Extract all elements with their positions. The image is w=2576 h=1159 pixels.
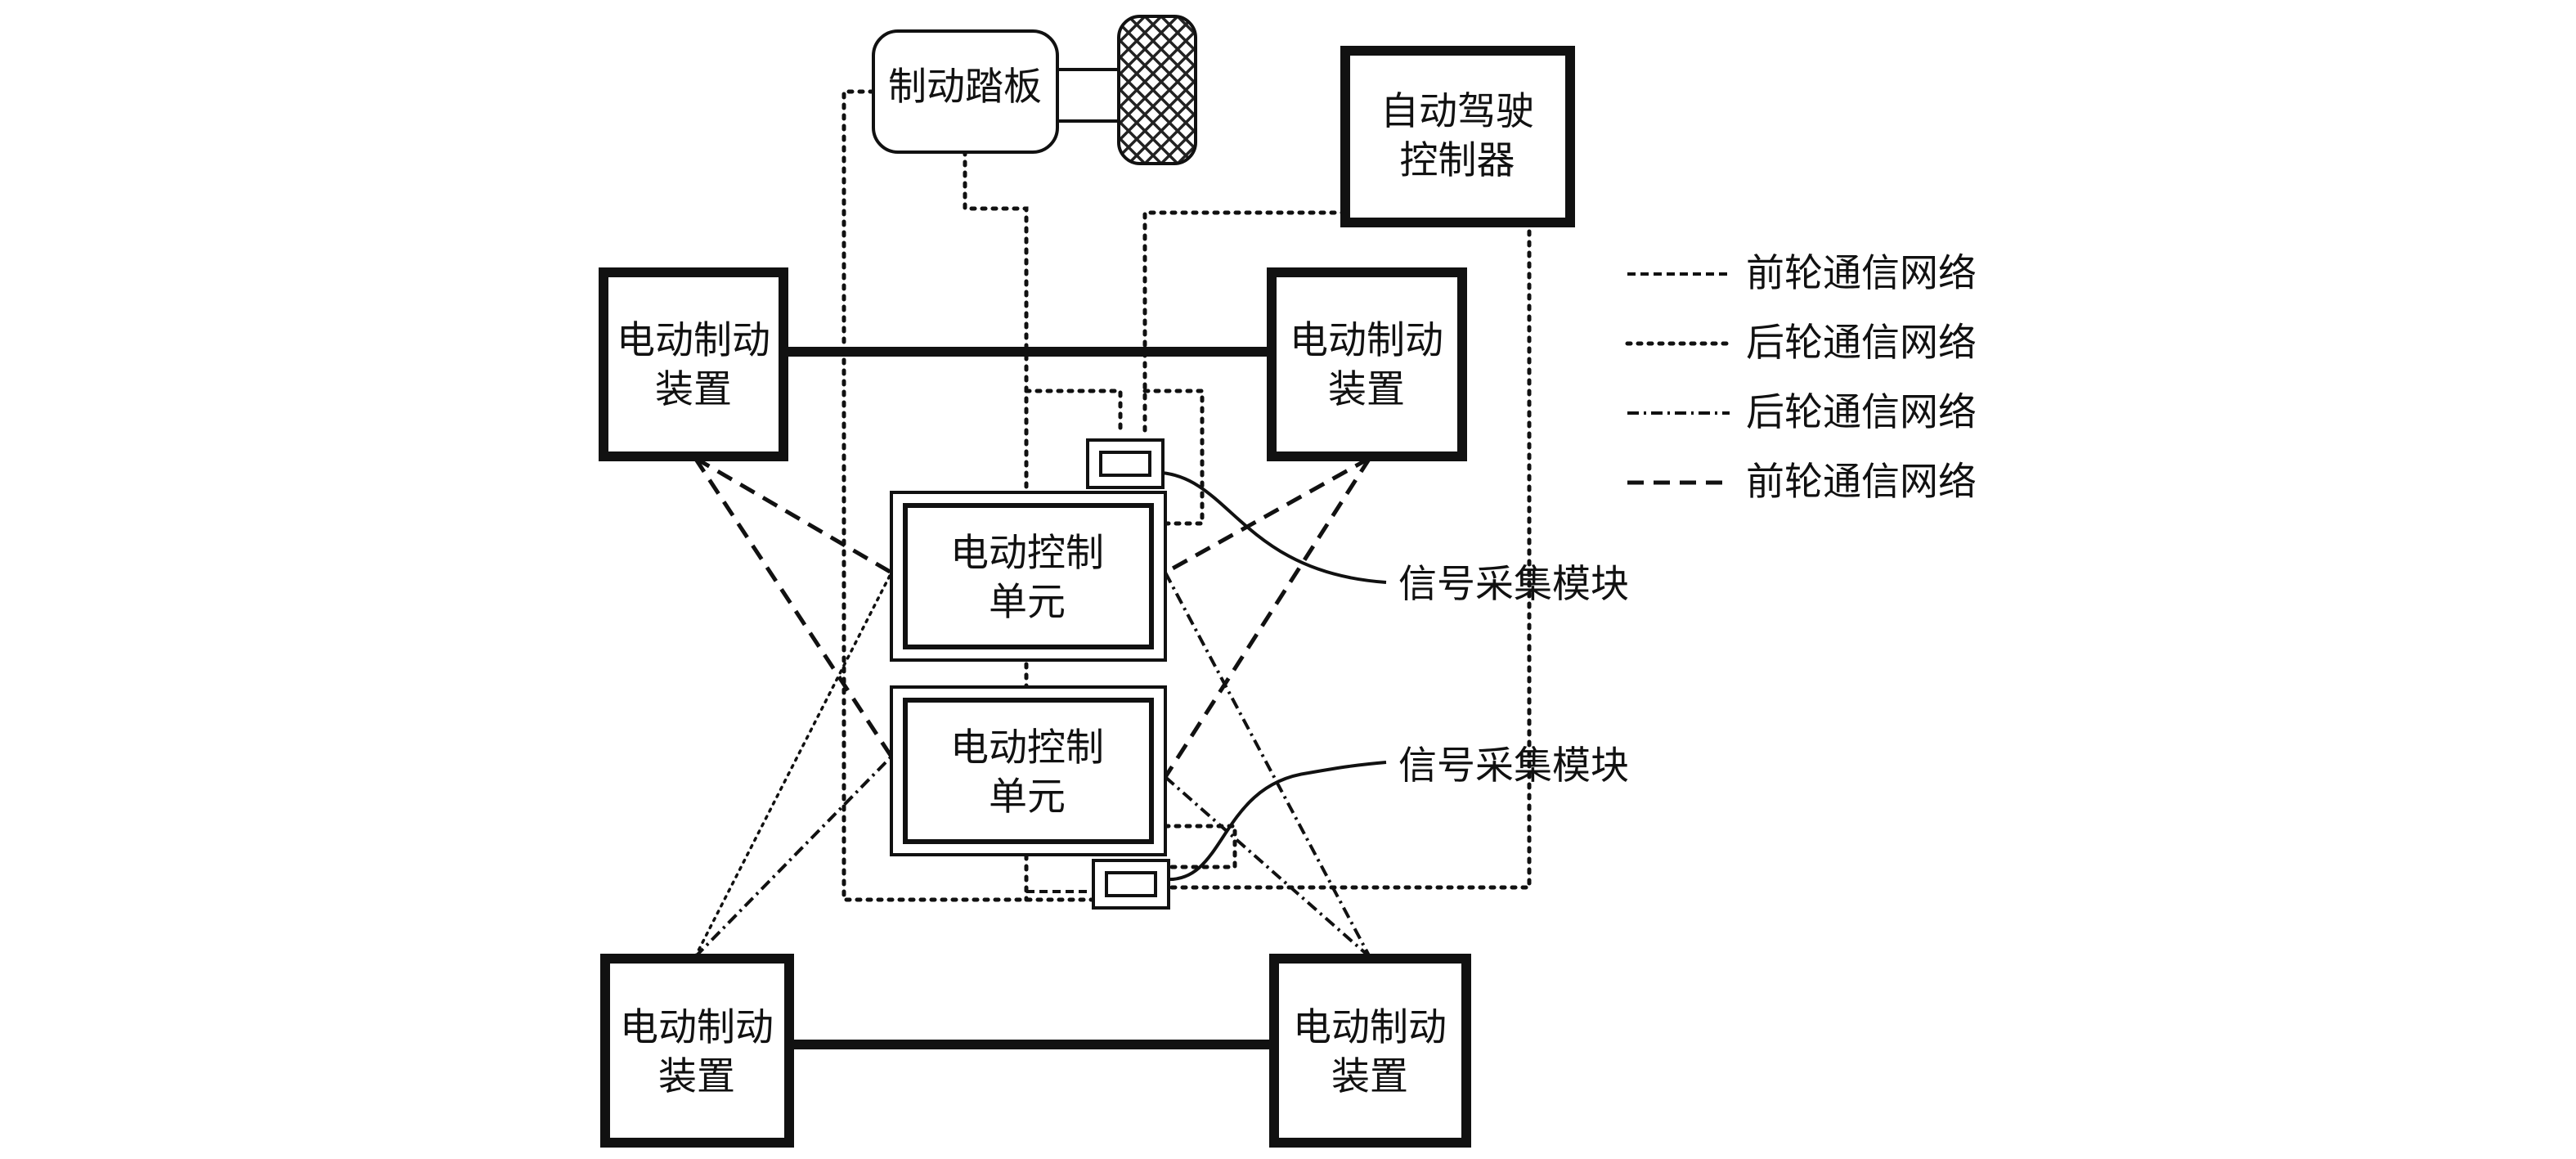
signal-module-2-leader: [1165, 761, 1387, 882]
rear-network-dotted-routes: [841, 89, 1532, 902]
ecu-upper-label-line2: 单元: [989, 580, 1066, 625]
autonomous-driving-controller: 自动驾驶 控制器: [1340, 46, 1575, 227]
signal-module-lower: [1092, 859, 1170, 910]
rear-network-dash-dot-lines: [693, 572, 1371, 959]
pedal-wheel-icon: [1117, 15, 1197, 165]
ebd-front-right: 电动制动 装置: [1267, 267, 1467, 461]
ebd-front-right-label-line1: 电动制动: [1290, 318, 1443, 363]
ecu-lower-label-line1: 电动控制: [950, 725, 1104, 770]
ebd-front-left-label-line1: 电动制动: [617, 318, 770, 363]
autonomous-controller-label-line1: 自动驾驶: [1380, 89, 1534, 134]
legend-item-front-long-dash: 前轮通信网络: [1627, 460, 1977, 505]
signal-module-1-leader: [1160, 471, 1387, 584]
ecu-lower: 电动控制 单元: [890, 685, 1167, 856]
legend-item-rear-dash-dot: 后轮通信网络: [1627, 390, 1977, 435]
ecu-lower-label-line2: 单元: [989, 775, 1066, 820]
signal-module-upper-label: 信号采集模块: [1398, 562, 1629, 607]
brake-pedal-label: 制动踏板: [888, 65, 1042, 110]
ebd-rear-right: 电动制动 装置: [1269, 954, 1471, 1148]
legend-label-1: 前轮通信网络: [1746, 251, 1977, 296]
ebd-rear-left-label-line1: 电动制动: [620, 1005, 774, 1050]
ebd-front-left-label-line2: 装置: [655, 367, 732, 412]
legend-label-4: 前轮通信网络: [1746, 460, 1977, 505]
ecu-upper-label-line1: 电动控制: [950, 531, 1104, 576]
legend-label-2: 后轮通信网络: [1746, 321, 1977, 366]
axle-lines: [781, 347, 1274, 1049]
autonomous-controller-label-line2: 控制器: [1400, 138, 1515, 183]
ecu-upper: 电动控制 单元: [890, 491, 1167, 662]
rear-network-dotted-diagonals: [693, 571, 893, 959]
ebd-front-left: 电动制动 装置: [599, 267, 788, 461]
ebd-rear-left-label-line2: 装置: [658, 1054, 735, 1099]
signal-module-lower-label: 信号采集模块: [1398, 743, 1629, 788]
ebd-rear-right-label-line2: 装置: [1331, 1054, 1408, 1099]
legend-item-front-fine-dash: 前轮通信网络: [1627, 251, 1977, 296]
ebd-front-right-label-line2: 装置: [1328, 367, 1405, 412]
ebd-rear-left: 电动制动 装置: [600, 954, 794, 1148]
legend: 前轮通信网络 后轮通信网络 后轮通信网络 前轮通信网络: [1625, 251, 1977, 505]
signal-module-upper: [1086, 438, 1165, 489]
brake-pedal: 制动踏板: [872, 29, 1059, 154]
legend-item-rear-dotted: 后轮通信网络: [1625, 321, 1977, 366]
ebd-rear-right-label-line1: 电动制动: [1293, 1005, 1447, 1050]
legend-label-3: 后轮通信网络: [1746, 390, 1977, 435]
front-network-long-dash-lines: [693, 456, 1372, 779]
